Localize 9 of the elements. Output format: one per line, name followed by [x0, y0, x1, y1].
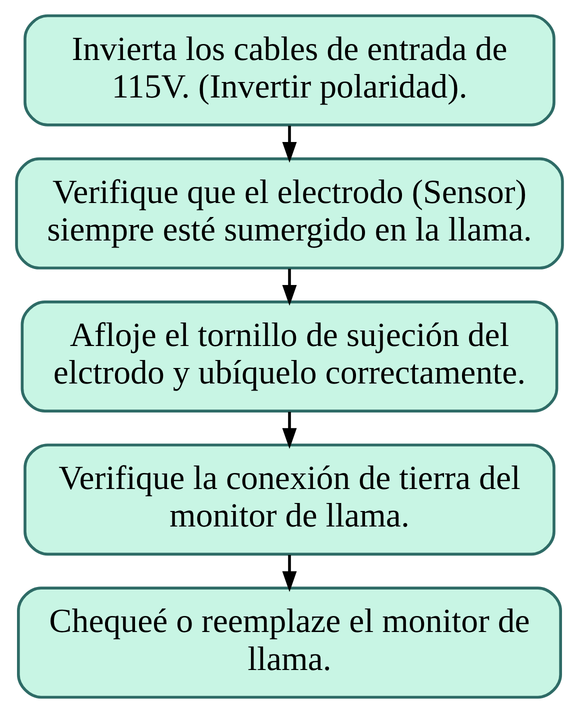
node-box: Chequeé o reemplaze el monitor de llama. [16, 586, 562, 699]
arrow [282, 268, 296, 306]
arrow [282, 554, 296, 592]
node-box: Invierta los cables de entrada de 115V. (Invertir polaridad). [23, 14, 555, 126]
node-box: Verifique la conexión de tierra del monitor de llama. [23, 444, 555, 556]
node-box: Afloje el tornillo de sujeción del elctrodo y ubíquelo correctamente. [20, 300, 558, 412]
node-box: Verifique que el electrodo (Sensor) siempre esté sumergido en la llama. [14, 157, 564, 270]
arrow [282, 126, 296, 163]
arrow [282, 412, 296, 449]
